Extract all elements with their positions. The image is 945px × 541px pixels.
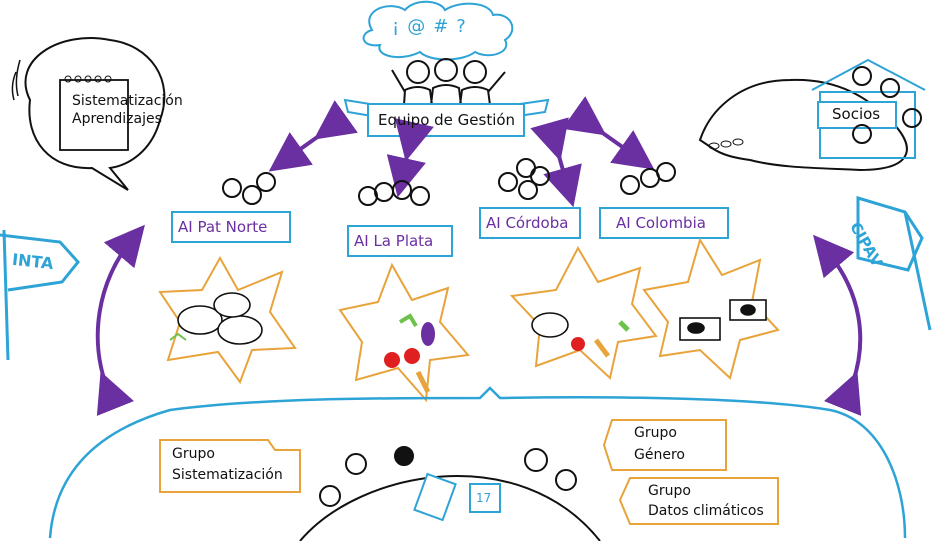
- calendar-day: 17: [476, 491, 492, 505]
- group-label-colombia: AI Colombia: [616, 214, 706, 232]
- working-group-tags: [159, 419, 779, 525]
- working-group-climate-line1: Grupo: [648, 483, 691, 499]
- group-label-cordoba: AI Córdoba: [486, 214, 569, 232]
- partners-label: Socios: [832, 105, 881, 123]
- right-flag: [856, 195, 932, 331]
- cloud-symbols: ¡@#?: [392, 16, 474, 37]
- working-group-gender-line2: Género: [634, 447, 685, 463]
- working-group-gender-line1: Grupo: [634, 425, 677, 441]
- partners-house-icon: [698, 58, 926, 172]
- management-team-figures: [391, 58, 506, 106]
- group-label-pat-norte: AI Pat Norte: [178, 218, 268, 236]
- speech-cloud-icon: [362, 0, 514, 61]
- farm-animals: [177, 292, 767, 345]
- working-group-systematization-line1: Grupo: [172, 446, 215, 462]
- working-groups-enclosure: [48, 386, 907, 539]
- working-group-climate-line2: Datos climáticos: [648, 503, 764, 519]
- document-icon: [413, 472, 457, 522]
- globe-arc: [299, 446, 601, 541]
- farm-vegetables: [169, 313, 630, 394]
- group-banners: [171, 207, 729, 257]
- farm-stars: [158, 237, 780, 403]
- thought-bubble-line2: Aprendizajes: [72, 111, 162, 127]
- left-flag-label: INTA: [11, 249, 55, 274]
- group-figures: [222, 158, 676, 206]
- notepad-icon: [59, 75, 129, 151]
- connection-arrows: [95, 96, 863, 416]
- working-group-systematization-line2: Sistematización: [172, 467, 283, 483]
- calendar-icon: [469, 483, 501, 513]
- thought-bubble-line1: Sistematización: [72, 93, 183, 109]
- group-label-la-plata: AI La Plata: [354, 232, 434, 250]
- management-label: Equipo de Gestión: [378, 111, 516, 129]
- left-flag: [0, 229, 80, 361]
